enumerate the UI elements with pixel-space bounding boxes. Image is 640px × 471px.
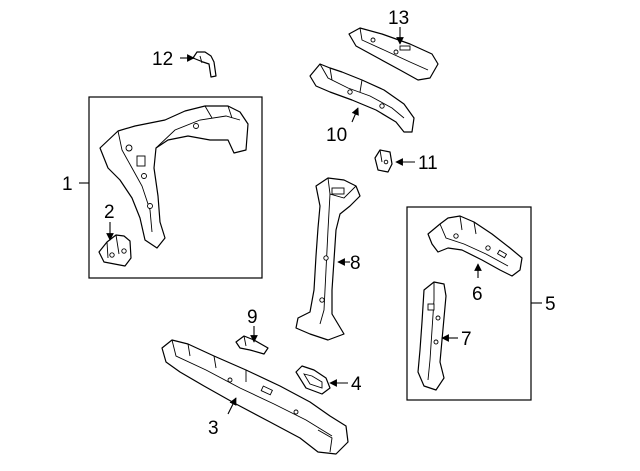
callout-11: 11: [418, 153, 438, 174]
callout-4: 4: [351, 374, 362, 395]
part-3-rocker-panel[interactable]: [161, 339, 349, 455]
leader-10: [351, 107, 359, 123]
callout-1: 1: [62, 174, 73, 195]
callout-6: 6: [472, 284, 483, 305]
callout-12: 12: [152, 49, 173, 70]
callout-8: 8: [350, 253, 361, 274]
part-9-plate[interactable]: [235, 335, 269, 355]
callout-9: 9: [247, 307, 258, 328]
part-7-quarter-pillar[interactable]: [417, 281, 447, 391]
callout-2: 2: [104, 202, 115, 223]
part-2-bracket[interactable]: [98, 234, 132, 267]
part-10-rail[interactable]: [309, 63, 415, 133]
group-box-1: [88, 96, 263, 279]
callout-10: 10: [326, 125, 347, 146]
part-13-upper-rail[interactable]: [348, 27, 439, 81]
callout-13: 13: [388, 8, 409, 29]
leader-3: [227, 397, 237, 415]
callout-5: 5: [545, 294, 556, 315]
part-12-clip[interactable]: [192, 51, 217, 78]
part-11-bracket[interactable]: [374, 149, 393, 173]
part-6-rear-rail[interactable]: [427, 215, 523, 277]
part-1-hinge-pillar[interactable]: [99, 105, 249, 249]
part-4-reinforcement[interactable]: [295, 365, 331, 395]
part-8-center-pillar[interactable]: [295, 177, 361, 341]
callout-3: 3: [208, 418, 219, 439]
callout-7: 7: [461, 329, 472, 350]
